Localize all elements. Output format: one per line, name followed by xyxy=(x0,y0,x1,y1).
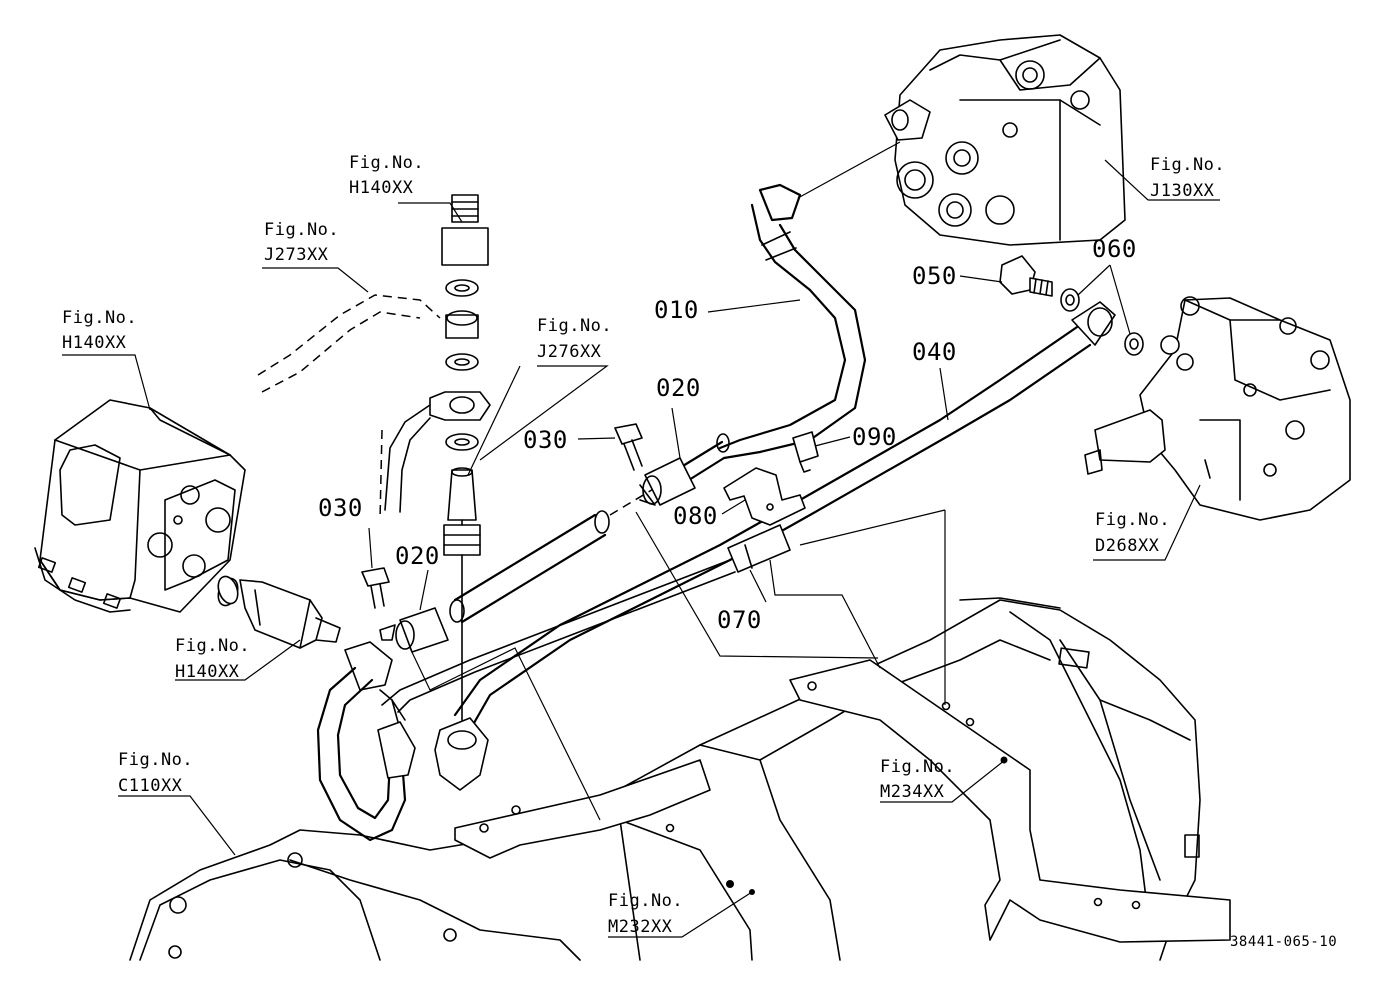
fig-ref-j130[interactable]: J130XX xyxy=(1150,181,1215,201)
valve-d268 xyxy=(1084,296,1351,521)
fig-ref-j273-prefix: Fig.No. xyxy=(264,220,340,240)
valve-j130 xyxy=(884,34,1126,246)
fig-ref-h140-mid-prefix: Fig.No. xyxy=(175,636,251,656)
fig-ref-m234-prefix: Fig.No. xyxy=(880,757,956,777)
steering-unit xyxy=(34,399,341,649)
banjo-bolt-050 xyxy=(999,255,1053,297)
part-010-label[interactable]: 010 xyxy=(654,296,699,324)
fig-ref-m232[interactable]: M232XX xyxy=(608,917,673,937)
fig-ref-h140-top[interactable]: H140XX xyxy=(349,178,414,198)
part-030-left-label[interactable]: 030 xyxy=(318,494,363,522)
bolt-030-right xyxy=(614,423,643,471)
fig-ref-c110[interactable]: C110XX xyxy=(118,776,183,796)
fig-ref-h140-left[interactable]: H140XX xyxy=(62,333,127,353)
transmission-housing xyxy=(129,597,1231,961)
fig-ref-c110-prefix: Fig.No. xyxy=(118,750,194,770)
hose-040 xyxy=(434,301,1116,791)
hose-010 xyxy=(716,183,867,460)
fig-ref-j276[interactable]: J276XX xyxy=(537,342,602,362)
fig-ref-h140-left-prefix: Fig.No. xyxy=(62,308,138,328)
part-040-label[interactable]: 040 xyxy=(912,338,957,366)
part-060-label[interactable]: 060 xyxy=(1092,235,1137,263)
part-020-left-label[interactable]: 020 xyxy=(395,542,440,570)
fig-ref-j273[interactable]: J273XX xyxy=(264,245,329,265)
fig-ref-h140-mid[interactable]: H140XX xyxy=(175,662,240,682)
adapter-h140 xyxy=(217,575,239,605)
fig-ref-j276-prefix: Fig.No. xyxy=(537,316,613,336)
fig-ref-d268-prefix: Fig.No. xyxy=(1095,510,1171,530)
part-020-right-label[interactable]: 020 xyxy=(656,374,701,402)
banjo-assembly xyxy=(384,194,491,721)
washers-060 xyxy=(1060,288,1144,356)
fig-ref-m234[interactable]: M234XX xyxy=(880,782,945,802)
plug-090 xyxy=(792,431,819,473)
bolt-030-left xyxy=(361,567,390,609)
fig-ref-h140-top-prefix: Fig.No. xyxy=(349,153,425,173)
bracket-080 xyxy=(723,467,806,526)
drawing-number: 38441-065-10 xyxy=(1230,934,1338,950)
pipe-070 xyxy=(381,524,791,713)
clamp-020-left xyxy=(379,607,449,653)
part-070-label[interactable]: 070 xyxy=(717,606,762,634)
fig-ref-m232-prefix: Fig.No. xyxy=(608,891,684,911)
fig-ref-j130-prefix: Fig.No. xyxy=(1150,155,1226,175)
part-080-label[interactable]: 080 xyxy=(673,502,718,530)
hose-j273 xyxy=(257,294,441,521)
fig-ref-d268[interactable]: D268XX xyxy=(1095,536,1160,556)
leader-lines xyxy=(62,141,1220,938)
part-090-label[interactable]: 090 xyxy=(852,423,897,451)
part-030-right-label[interactable]: 030 xyxy=(523,426,568,454)
hose-loop xyxy=(316,641,416,842)
part-050-label[interactable]: 050 xyxy=(912,262,957,290)
clamp-020-right xyxy=(639,457,696,506)
